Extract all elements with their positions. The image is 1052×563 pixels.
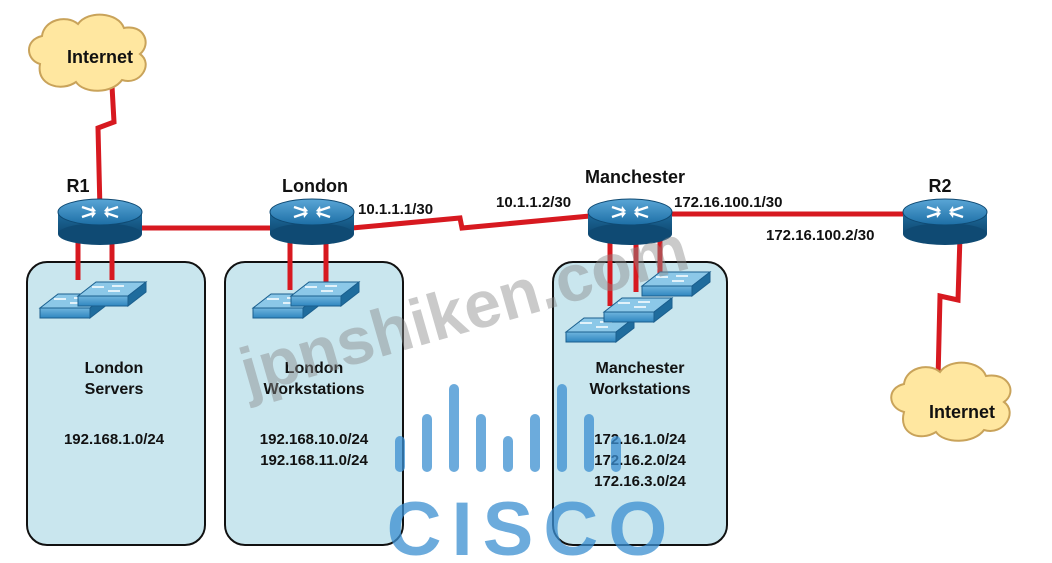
ip-label-manchester-serial: 10.1.1.2/30	[496, 194, 571, 211]
router-icon-london	[268, 197, 356, 247]
subnet-label: 192.168.1.0/24	[64, 431, 165, 448]
subnet-label: 192.168.10.0/24	[260, 431, 369, 448]
subnet-label: 192.168.11.0/24	[260, 452, 368, 469]
internet-top-label: Internet	[67, 47, 133, 67]
router-label-r2: R2	[928, 176, 951, 196]
lan-title-manchester-workstations-1: Manchester	[596, 360, 685, 377]
ip-label-manchester-r2: 172.16.100.1/30	[674, 194, 782, 211]
router-icon-r2	[901, 197, 989, 247]
internet-cloud-bottom: Internet	[890, 361, 1012, 442]
internet-bottom-label: Internet	[929, 402, 995, 422]
subnet-label: 172.16.1.0/24	[594, 431, 686, 448]
lan-title-london-workstations-1: London	[285, 360, 344, 377]
link-london-manchester-serial	[351, 213, 591, 231]
router-label-london: London	[282, 176, 348, 196]
link-r1-internet	[95, 85, 117, 211]
ip-label-london-serial: 10.1.1.1/30	[358, 201, 433, 218]
link-london-switches	[287, 240, 329, 290]
lan-box-london-workstations	[224, 261, 404, 546]
lan-title-london-servers-2: Servers	[85, 381, 144, 398]
link-r1-switches	[75, 238, 115, 280]
router-icon-r1	[56, 197, 144, 247]
cisco-wordmark: CISCO	[387, 487, 678, 563]
router-label-manchester: Manchester	[585, 167, 685, 187]
router-label-r1: R1	[66, 176, 89, 196]
lan-title-london-servers-1: London	[85, 360, 144, 377]
cisco-logo-watermark: CISCO	[387, 384, 678, 563]
subnet-label: 172.16.3.0/24	[594, 473, 686, 490]
link-r2-internet	[935, 235, 963, 381]
internet-cloud-top: Internet	[28, 13, 147, 92]
ip-label-r2: 172.16.100.2/30	[766, 227, 874, 244]
lan-title-manchester-workstations-2: Workstations	[589, 381, 690, 398]
lan-title-london-workstations-2: Workstations	[263, 381, 364, 398]
link-manchester-switches	[607, 238, 663, 306]
subnet-label: 172.16.2.0/24	[594, 452, 686, 469]
lan-box-london-servers	[26, 261, 206, 546]
